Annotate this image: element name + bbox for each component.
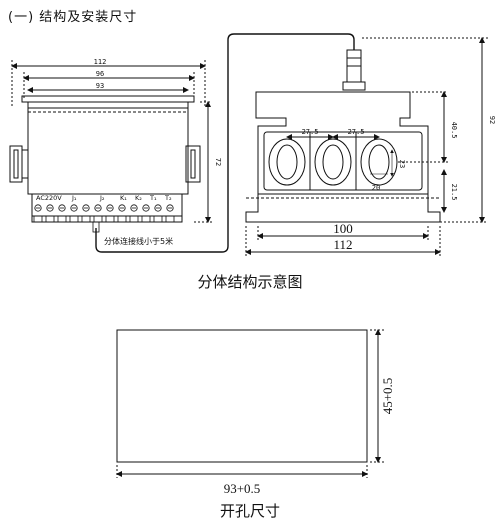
cutout-height-label: 45+0.5 (380, 378, 395, 415)
dim-23-label: 23 (398, 160, 406, 168)
dim-92-label: 92 (488, 116, 496, 124)
dim-112-right-label: 112 (333, 237, 352, 252)
terminal-screw (166, 204, 174, 212)
connecting-cable (92, 33, 355, 253)
structure-caption: 分体结构示意图 (197, 273, 302, 291)
dim-72-label: 72 (214, 158, 222, 166)
terminal-label-j2: J₂ (99, 194, 105, 202)
dim-20-label: 20 (372, 184, 380, 192)
panel-cutout (116, 329, 368, 463)
terminal-screw (94, 204, 102, 212)
terminal-screw (34, 204, 42, 212)
terminal-label-t1: T₁ (149, 194, 157, 202)
left-view (9, 60, 212, 223)
terminal-screw (70, 204, 78, 212)
terminal-screw (154, 204, 162, 212)
terminal-screw (142, 204, 150, 212)
cable-note: 分体连接线小于5米 (104, 236, 173, 246)
terminal-label-j1: J₁ (71, 194, 77, 202)
front-bezel (21, 95, 195, 103)
sensor-channel-frame (263, 131, 423, 191)
sensor-hole-2 (314, 138, 352, 186)
dim-21-5-label: 21.5 (450, 184, 458, 201)
terminal-label-t2: T₂ (164, 194, 172, 202)
dim-112-label: 112 (94, 58, 107, 66)
controller-body (27, 101, 189, 195)
terminal-screw (118, 204, 126, 212)
right-mount-clip (185, 145, 201, 183)
dim-27-5-b-label: 27.5 (348, 128, 365, 136)
right-view (245, 37, 488, 256)
terminal-screw (106, 204, 114, 212)
left-mount-clip (9, 145, 23, 183)
sensor-hole-1 (268, 138, 306, 186)
terminal-screws (33, 204, 175, 223)
section-heading: (一) 结构及安装尺寸 (8, 10, 138, 25)
cutout-caption: 开孔尺寸 (220, 502, 280, 520)
terminal-screw (46, 204, 54, 212)
dim-27-5-a-label: 27.5 (302, 128, 319, 136)
dim-100-label: 100 (333, 221, 353, 236)
dim-40-5-label: 40.5 (450, 122, 458, 139)
terminal-label-k2: K₂ (135, 194, 142, 202)
terminal-label-ac220v: AC220V (36, 194, 62, 202)
terminal-screw (58, 204, 66, 212)
terminal-screw (130, 204, 138, 212)
cutout-width-label: 93+0.5 (224, 481, 261, 496)
terminal-screw (82, 204, 90, 212)
terminal-label-k1: K₁ (120, 194, 127, 202)
dim-96-label: 96 (96, 70, 104, 78)
cutout-view (116, 329, 384, 478)
sensor-hole-3 (360, 138, 398, 186)
dim-93-label: 93 (96, 82, 104, 90)
